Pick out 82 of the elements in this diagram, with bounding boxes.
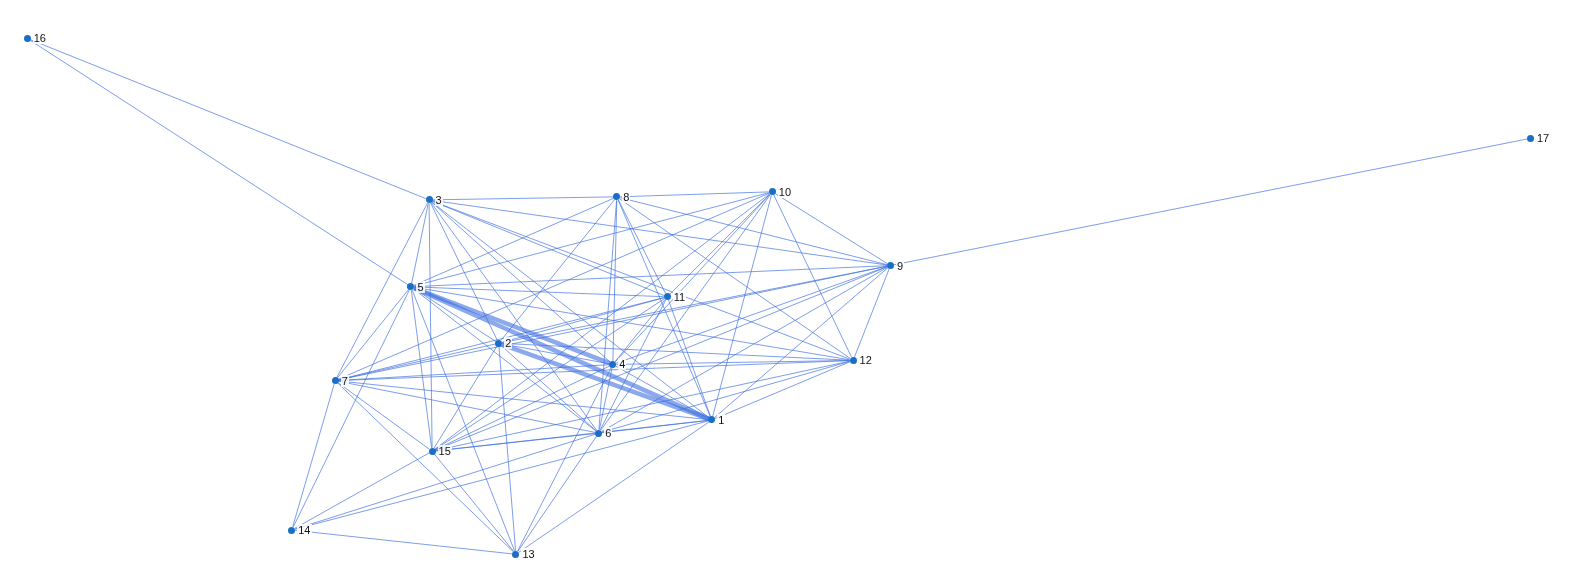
network-link bbox=[600, 194, 771, 431]
network-link bbox=[292, 289, 410, 528]
network-link bbox=[598, 199, 618, 431]
network-link bbox=[517, 435, 598, 552]
node-label: 9 bbox=[895, 259, 905, 272]
node-label: 2 bbox=[504, 337, 513, 350]
network-link bbox=[411, 289, 516, 552]
network-link bbox=[893, 138, 1528, 266]
node-label: 3 bbox=[434, 193, 443, 206]
network-link bbox=[337, 382, 430, 450]
node-label: 14 bbox=[297, 524, 312, 536]
network-link bbox=[599, 299, 667, 431]
network-link bbox=[501, 343, 610, 365]
network-link bbox=[430, 202, 498, 341]
network-link bbox=[336, 288, 410, 379]
network-link bbox=[498, 346, 517, 552]
network-link bbox=[714, 361, 851, 420]
network-link bbox=[410, 289, 433, 449]
network-link bbox=[517, 367, 612, 552]
network-link bbox=[294, 529, 513, 555]
node-label: 8 bbox=[622, 190, 631, 203]
network-link bbox=[617, 199, 667, 295]
network-link bbox=[614, 299, 666, 363]
network-link bbox=[29, 39, 409, 286]
network-link bbox=[774, 193, 888, 265]
node-label: 16 bbox=[32, 32, 47, 45]
network-link bbox=[337, 192, 770, 380]
network-link bbox=[338, 343, 496, 381]
network-link bbox=[619, 197, 888, 266]
network-link bbox=[294, 452, 430, 529]
network-link bbox=[598, 367, 613, 431]
network-link bbox=[413, 286, 851, 361]
network-link bbox=[30, 39, 427, 200]
network-link bbox=[433, 345, 498, 449]
network-link bbox=[430, 202, 598, 431]
network-link bbox=[431, 201, 611, 363]
network-link bbox=[712, 194, 772, 418]
network-link bbox=[292, 383, 335, 528]
network-link bbox=[428, 202, 433, 449]
network-link bbox=[615, 365, 710, 419]
network-link bbox=[432, 196, 614, 201]
network-link bbox=[518, 421, 710, 553]
network-link bbox=[413, 192, 770, 287]
network-link bbox=[434, 298, 665, 450]
network-link bbox=[411, 202, 429, 284]
network-link bbox=[435, 360, 851, 451]
network-link bbox=[601, 266, 888, 432]
network-link bbox=[337, 382, 514, 553]
network-link bbox=[853, 268, 890, 358]
node-label: 4 bbox=[618, 358, 627, 371]
network-link bbox=[713, 267, 889, 419]
network-link bbox=[336, 202, 428, 378]
network-link bbox=[501, 342, 851, 361]
network-link bbox=[668, 299, 712, 418]
network-link bbox=[501, 297, 665, 343]
network-link bbox=[338, 380, 596, 433]
node-label: 12 bbox=[858, 354, 873, 367]
network-link bbox=[434, 193, 770, 450]
node-label: 7 bbox=[340, 374, 349, 387]
node-label: 5 bbox=[416, 280, 425, 293]
network-link bbox=[433, 453, 515, 552]
network-link bbox=[619, 198, 851, 359]
network-link bbox=[413, 288, 597, 432]
node-label: 1 bbox=[717, 413, 726, 426]
network-link bbox=[619, 191, 770, 198]
network-link bbox=[500, 199, 616, 341]
node-label: 15 bbox=[437, 445, 452, 458]
network-link bbox=[773, 194, 853, 358]
network-link bbox=[434, 365, 611, 451]
node-label: 10 bbox=[777, 185, 793, 198]
network-link bbox=[435, 419, 709, 452]
network-link bbox=[413, 197, 615, 286]
network-link bbox=[413, 286, 665, 298]
node-label: 17 bbox=[1536, 132, 1551, 145]
node-label: 11 bbox=[672, 290, 687, 303]
node-label: 6 bbox=[604, 427, 613, 440]
network-link bbox=[431, 201, 710, 419]
network-link bbox=[294, 420, 709, 530]
network-link bbox=[500, 345, 597, 432]
node-label: 13 bbox=[521, 548, 536, 561]
network-link bbox=[413, 288, 497, 342]
network-link bbox=[431, 200, 851, 360]
